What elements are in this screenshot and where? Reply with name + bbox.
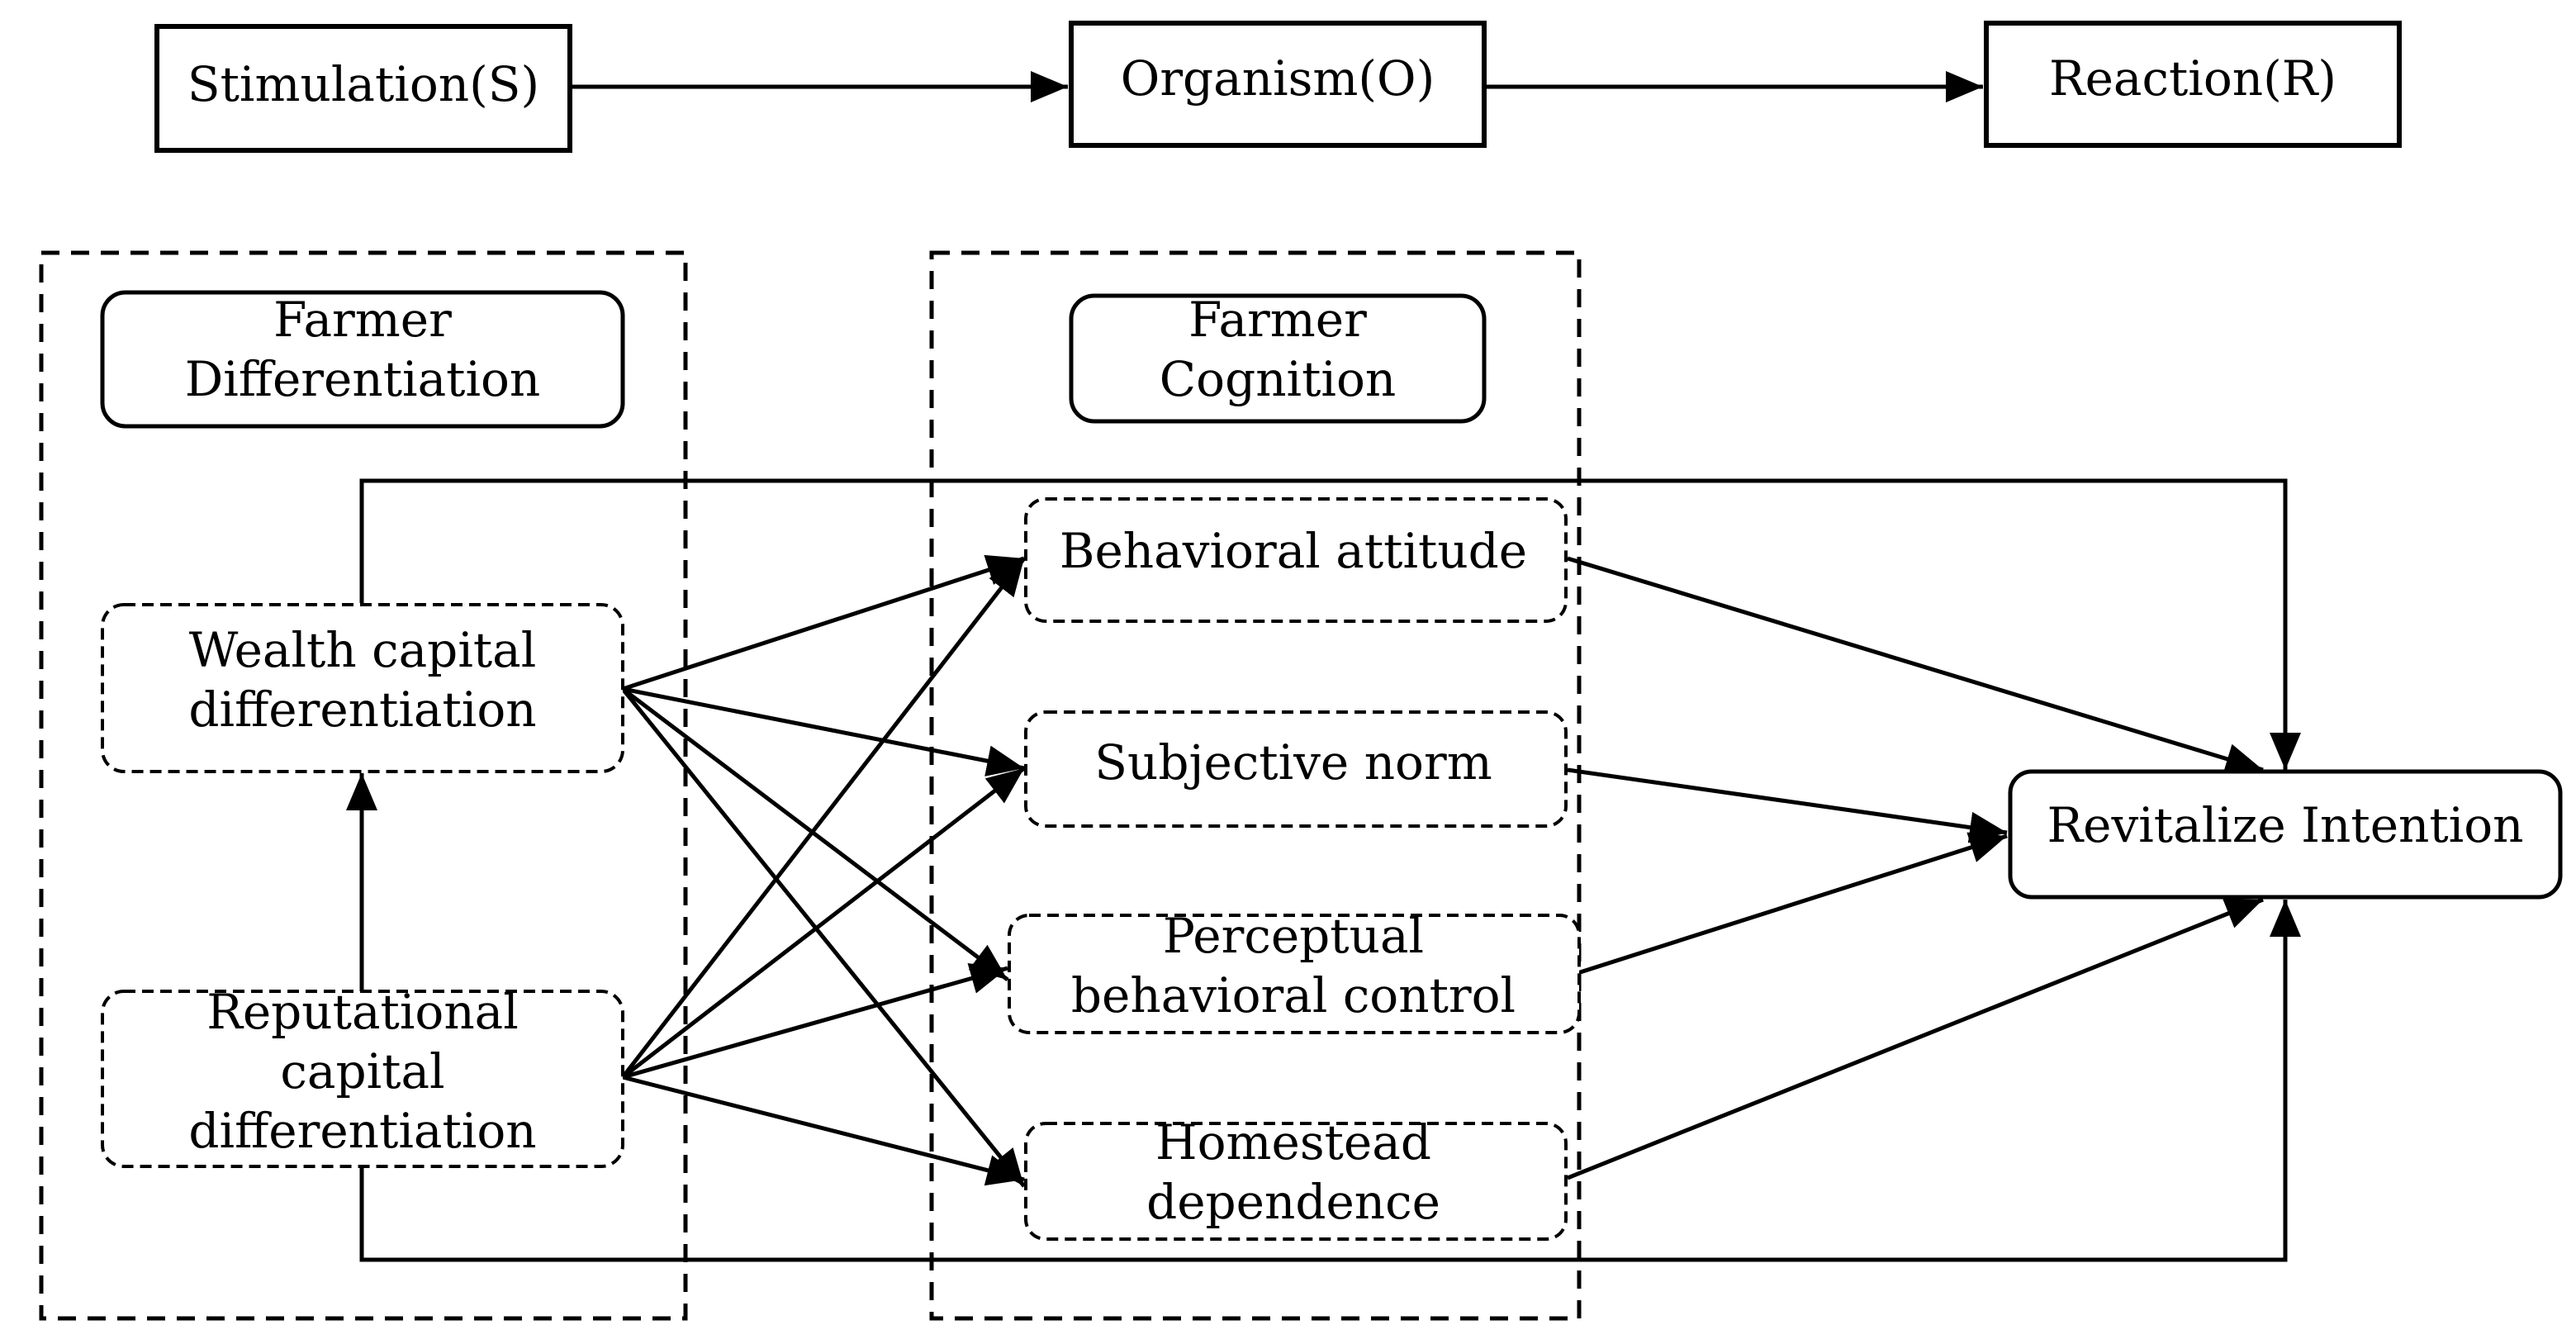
stimulus-box xyxy=(154,24,572,153)
homestead-dependence-node: Homestead dependence xyxy=(1024,1114,1568,1241)
differentiation-group-frame xyxy=(39,250,688,1321)
svg-text:Farmer: Farmer xyxy=(273,292,452,348)
svg-text:Cognition: Cognition xyxy=(1160,351,1396,407)
subjective-norm-node: Subjective norm xyxy=(1024,710,1568,828)
arrow-dependence-to-intention xyxy=(1567,897,2264,1180)
svg-text:dependence: dependence xyxy=(1146,1174,1440,1230)
organism-box xyxy=(1069,21,1487,148)
revitalize-intention-node: Revitalize Intention xyxy=(2008,769,2563,900)
stimulus-label: Stimulation(S) xyxy=(187,56,539,112)
svg-text:differentiation: differentiation xyxy=(188,1103,536,1159)
svg-text:differentiation: differentiation xyxy=(188,681,536,738)
arrow-wealth-to-intention-direct xyxy=(359,478,2301,770)
behavioral-attitude-node: Behavioral attitude xyxy=(1024,497,1568,623)
svg-text:Wealth capital: Wealth capital xyxy=(189,622,537,678)
cognition-group-title: Farmer Cognition xyxy=(1069,292,1487,424)
arrow-attitude-to-intention xyxy=(1567,556,2264,775)
svg-text:Farmer: Farmer xyxy=(1188,292,1367,348)
arrow-wealth-to-norm xyxy=(622,686,1025,776)
cognition-group-frame xyxy=(929,250,1582,1321)
svg-text:Perceptual: Perceptual xyxy=(1163,908,1424,964)
arrow-reputational-to-intention-direct xyxy=(359,900,2301,1262)
organism-label: Organism(O) xyxy=(1121,50,1435,107)
arrow-reputational-to-control xyxy=(622,962,1008,1080)
cognition-to-intention-arrows xyxy=(1567,556,2264,1180)
reaction-label: Reaction(R) xyxy=(2049,50,2336,107)
arrow-reputational-to-attitude xyxy=(621,557,1026,1079)
differentiation-to-cognition-arrows xyxy=(346,554,1026,1188)
svg-text:Reputational: Reputational xyxy=(206,984,519,1040)
arrow-wealth-to-dependence xyxy=(621,687,1026,1188)
svg-text:Subjective norm: Subjective norm xyxy=(1094,734,1492,791)
arrow-control-to-intention xyxy=(1577,832,2008,976)
arrow-wealth-to-attitude xyxy=(622,554,1025,691)
wealth-capital-node: Wealth capital differentiation xyxy=(101,603,624,773)
perceptual-control-node: Perceptual behavioral control xyxy=(1008,908,1581,1034)
svg-text:Revitalize Intention: Revitalize Intention xyxy=(2047,797,2524,853)
svg-text:behavioral control: behavioral control xyxy=(1071,967,1516,1023)
header-row: Stimulation(S) Organism(O) Reaction(R) xyxy=(154,21,2402,153)
svg-text:Differentiation: Differentiation xyxy=(185,351,541,407)
svg-text:Behavioral attitude: Behavioral attitude xyxy=(1060,523,1527,579)
differentiation-group-title: Farmer Differentiation xyxy=(100,290,625,429)
arrow-reputational-to-dependence xyxy=(622,1075,1025,1186)
svg-text:capital: capital xyxy=(280,1043,444,1099)
svg-text:Homestead: Homestead xyxy=(1155,1114,1431,1171)
arrow-norm-to-intention xyxy=(1567,767,2008,843)
reaction-box xyxy=(1984,21,2402,148)
reputational-capital-node: Reputational capital differentiation xyxy=(101,984,624,1168)
arrow-wealth-to-control xyxy=(621,687,1009,981)
arrow-reputational-to-norm xyxy=(621,767,1026,1079)
